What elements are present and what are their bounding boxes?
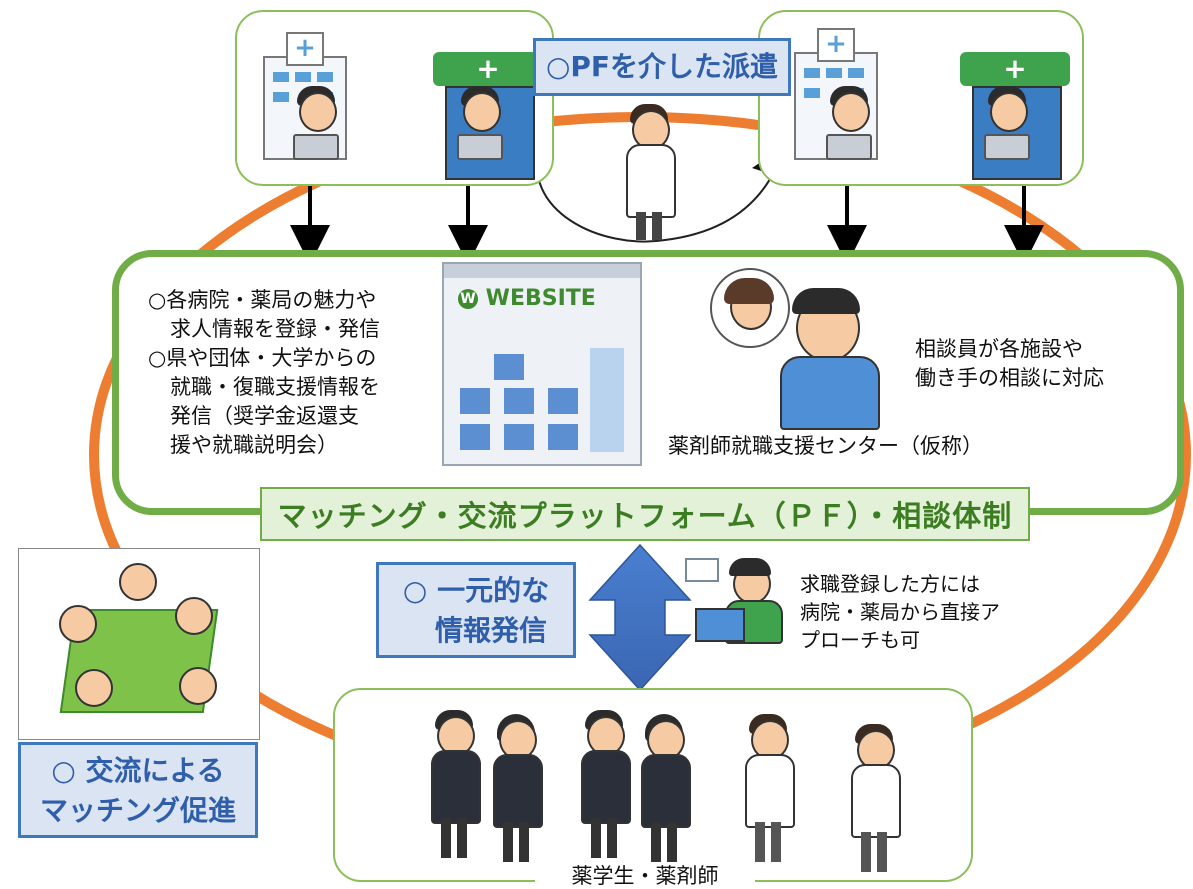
unified-info-label: ○ 一元的な 情報発信 <box>376 562 576 658</box>
platform-title: マッチング・交流プラットフォーム（ＰＦ）・相談体制 <box>260 487 1030 541</box>
job-seeker-icon <box>685 558 785 648</box>
job-registration-text: 求職登録した方には 病院・薬局から直接ア プローチも可 <box>800 572 1000 652</box>
facility-box-right: + + <box>758 10 1084 186</box>
phone-call-icon <box>710 268 880 430</box>
laptop-icon <box>293 134 339 160</box>
exchange-illustration <box>18 548 260 740</box>
platform-left-text: ○各病院・薬局の魅力や 求人情報を登録・発信 ○県や団体・大学からの 就職・復職… <box>148 288 380 457</box>
pf-dispatch-label: ○PFを介した派遣 <box>533 38 791 96</box>
double-arrow <box>588 543 692 692</box>
laptop-icon <box>457 134 503 160</box>
exchange-matching-label: ○ 交流による マッチング促進 <box>18 742 258 838</box>
platform-box <box>112 250 1184 515</box>
laptop-icon <box>826 134 872 160</box>
support-center-label: 薬剤師就職支援センター（仮称） <box>668 434 983 458</box>
students-pharmacists-label: 薬学生・薬剤師 <box>535 864 755 889</box>
laptop-icon <box>984 134 1030 160</box>
students-pharmacists-box <box>333 688 973 882</box>
consult-text: 相談員が各施設や 働き手の相談に対応 <box>915 337 1104 390</box>
website-icon: W WEBSITE <box>442 262 642 466</box>
facility-box-left: + + <box>235 10 554 186</box>
dispatch-arrow <box>536 144 776 243</box>
